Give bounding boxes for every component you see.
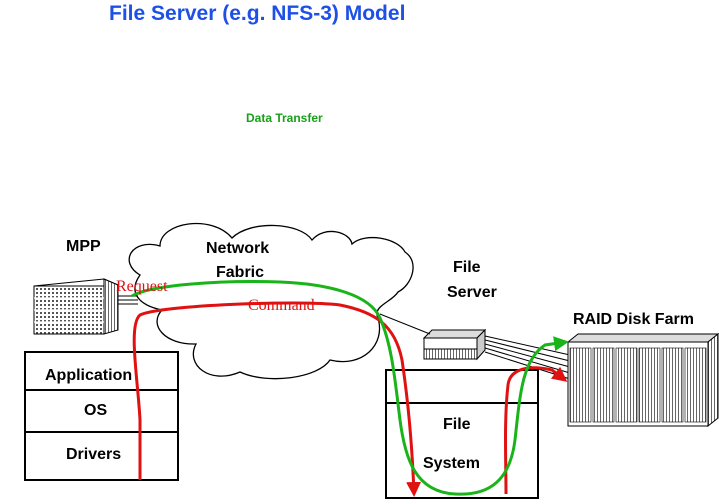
- mpp-stack-box: [24, 351, 179, 481]
- command-label: Command: [248, 297, 315, 314]
- raid-label: RAID Disk Farm: [573, 311, 694, 328]
- request-label: Request: [116, 278, 168, 295]
- system-layer: System: [423, 455, 480, 472]
- os-layer: OS: [84, 402, 108, 419]
- file-server-icon: [422, 328, 487, 361]
- file-server-label-line2: Server: [447, 284, 497, 301]
- mpp-label: MPP: [66, 238, 101, 255]
- raid-disk-farm-icon: [566, 332, 719, 428]
- file-layer: File: [443, 416, 471, 433]
- data-transfer-label: Data Transfer: [246, 111, 323, 125]
- mpp-machine-icon: [33, 278, 138, 335]
- file-server-label-line1: File: [453, 259, 481, 276]
- drivers-layer: Drivers: [66, 446, 122, 463]
- data-path: [131, 280, 569, 496]
- file-system-box: [385, 369, 539, 499]
- fabric-label: Fabric: [216, 264, 265, 281]
- network-fabric-cloud: [128, 222, 414, 380]
- page-title: File Server (e.g. NFS-3) Model: [109, 2, 406, 25]
- control-path: [132, 301, 422, 497]
- application-layer: Application: [45, 367, 133, 384]
- command-path: [504, 366, 568, 495]
- network-label: Network: [206, 240, 270, 257]
